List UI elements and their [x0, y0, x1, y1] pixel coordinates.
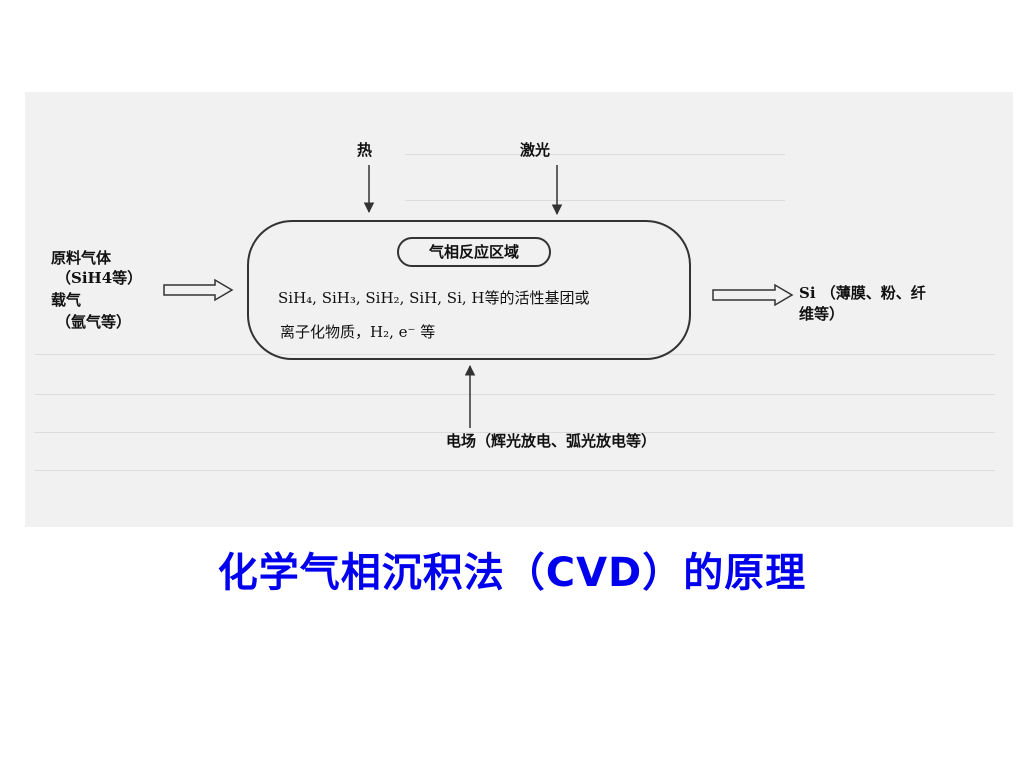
- laser-label: 激光: [520, 141, 551, 159]
- product-label-line-2: 维等）: [799, 305, 845, 323]
- faint-background-line: [35, 354, 995, 355]
- heat-label: 热: [357, 141, 373, 159]
- feed-gas-label: 原料气体: [51, 249, 112, 267]
- feed-gas-example: （SiH4等）: [56, 269, 143, 287]
- faint-background-line: [35, 394, 995, 395]
- carrier-gas-label: 载气: [51, 291, 82, 309]
- active-species-line-2: 离子化物质，H₂, e⁻ 等: [280, 323, 436, 341]
- slide-title: 化学气相沉积法（CVD）的原理: [217, 550, 807, 596]
- faint-background-line: [405, 200, 785, 201]
- faint-background-line: [35, 432, 995, 433]
- arrow-product-outlet: [712, 283, 794, 307]
- carrier-gas-example: （氩气等）: [56, 313, 132, 331]
- product-label-line-1: Si （薄膜、粉、纤: [799, 284, 926, 302]
- faint-background-line: [35, 470, 995, 471]
- faint-background-line: [405, 154, 785, 155]
- scanned-figure-background: [25, 92, 1013, 527]
- reaction-zone-label: 气相反应区域: [397, 237, 551, 267]
- arrow-gas-inlet: [163, 278, 234, 302]
- active-species-line-1: SiH₄, SiH₃, SiH₂, SiH, Si, H等的活性基团或: [278, 289, 590, 307]
- reaction-chamber: [247, 220, 691, 360]
- electric-field-label: 电场（辉光放电、弧光放电等）: [446, 432, 657, 450]
